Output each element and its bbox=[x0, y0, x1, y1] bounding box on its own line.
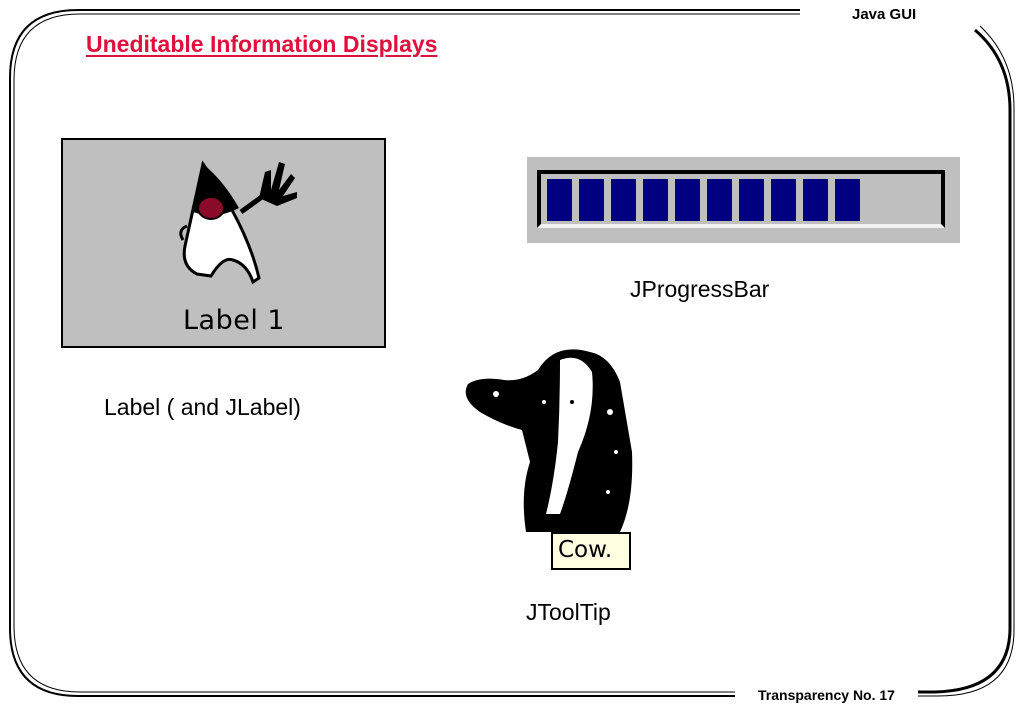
progress-bar bbox=[527, 157, 960, 243]
page-number-label: Transparency No. 17 bbox=[752, 687, 901, 703]
progress-caption: JProgressBar bbox=[630, 276, 770, 302]
course-label: Java GUI bbox=[852, 6, 917, 23]
progress-cell bbox=[739, 179, 764, 221]
progress-fill bbox=[547, 179, 860, 221]
tooltip-caption: JToolTip bbox=[526, 599, 611, 625]
label-demo-panel: Label 1 bbox=[61, 138, 386, 348]
progress-cell bbox=[803, 179, 828, 221]
progress-cell bbox=[643, 179, 668, 221]
cow-icon bbox=[465, 349, 633, 532]
progress-cell bbox=[611, 179, 636, 221]
tooltip-box: Cow. bbox=[551, 532, 631, 570]
progress-cell bbox=[675, 179, 700, 221]
progress-cell bbox=[547, 179, 572, 221]
label-caption: Label ( and JLabel) bbox=[104, 394, 301, 420]
progress-cell bbox=[771, 179, 796, 221]
tooltip-text: Cow. bbox=[558, 537, 613, 563]
duke-mascot-icon bbox=[179, 160, 297, 285]
progress-track bbox=[537, 170, 945, 228]
progress-cell bbox=[707, 179, 732, 221]
progress-cell bbox=[579, 179, 604, 221]
slide-title: Uneditable Information Displays bbox=[86, 31, 438, 57]
label-demo-text: Label 1 bbox=[183, 305, 286, 336]
progress-cell bbox=[835, 179, 860, 221]
